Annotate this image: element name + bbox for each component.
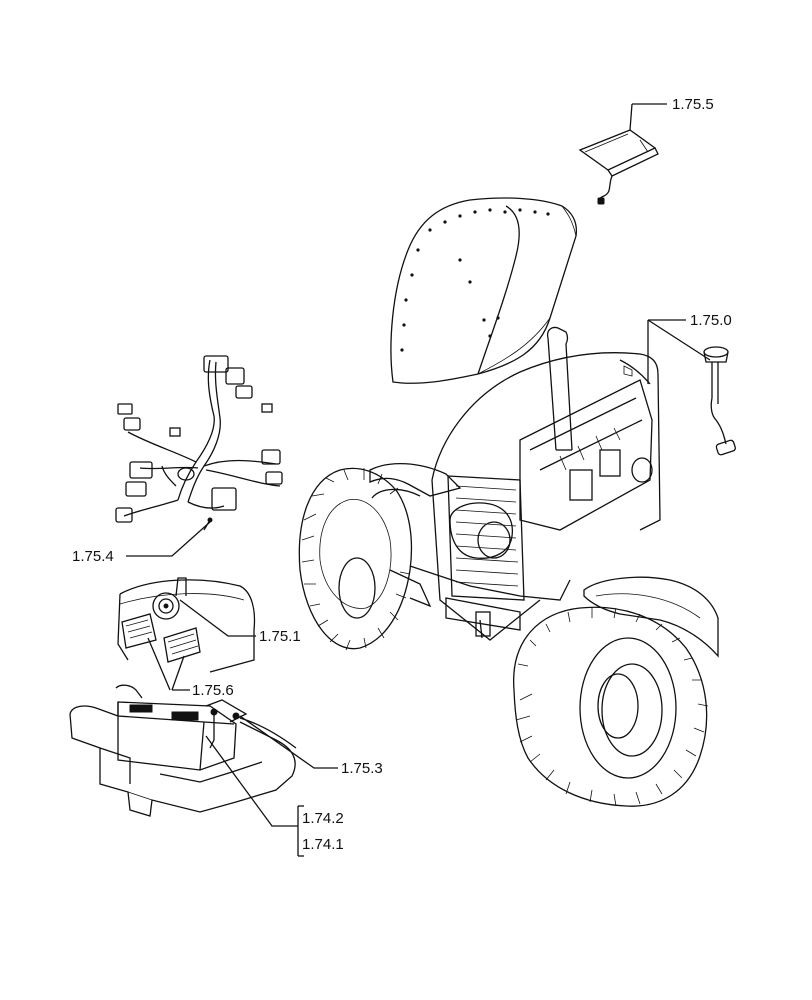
callout-1750: 1.75.0	[690, 312, 732, 329]
headlights-part[interactable]	[121, 613, 201, 663]
callout-1751-leader	[179, 599, 256, 637]
callout-1754-leader	[126, 521, 211, 557]
battery-tray-part	[69, 684, 296, 817]
callout-1751: 1.75.1	[259, 628, 301, 645]
callout-1756: 1.75.6	[192, 682, 234, 699]
callout-1755: 1.75.5	[672, 96, 714, 113]
callout-1756-leader	[147, 637, 190, 691]
horn-part[interactable]	[152, 577, 187, 620]
fuel-sender-part[interactable]	[703, 346, 736, 456]
tractor-part[interactable]	[298, 326, 719, 807]
callout-1754: 1.75.4	[72, 548, 114, 565]
front-panel-part	[117, 579, 256, 673]
hood-part[interactable]	[390, 197, 578, 384]
hood-light-part[interactable]	[578, 103, 659, 205]
callout-1753: 1.75.3	[341, 760, 383, 777]
callout-1750-leader	[647, 319, 711, 384]
callout-1741: 1.74.1	[302, 836, 344, 853]
callout-1742-1741-leader	[205, 735, 304, 857]
battery-part[interactable]	[117, 699, 297, 771]
callout-1742: 1.74.2	[302, 810, 344, 827]
wiring-harness-part[interactable]	[115, 355, 283, 531]
callout-1753-leader	[239, 715, 338, 769]
